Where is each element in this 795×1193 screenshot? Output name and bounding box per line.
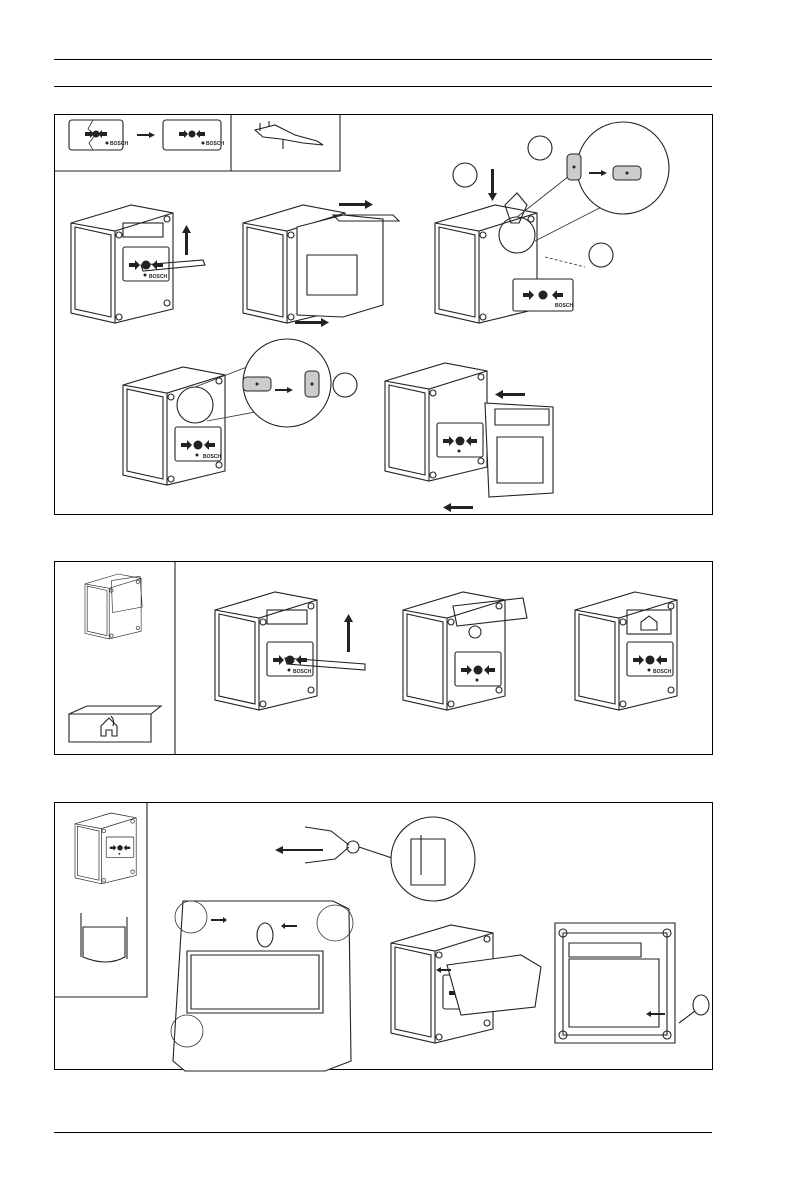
arrow-left-icon	[646, 1011, 665, 1017]
arrow-right-icon	[589, 170, 607, 176]
figure-3-panel	[54, 802, 713, 1072]
pliers-detail	[275, 816, 476, 902]
step-marker	[588, 242, 614, 268]
figure-1-illustration: BOSCH BOSCH	[55, 115, 670, 512]
step-2-slide-housing	[242, 200, 401, 327]
step-insert-flap	[402, 591, 528, 711]
detail-magnifier	[390, 816, 476, 902]
svg-text:BOSCH: BOSCH	[293, 669, 311, 675]
header-rule-top	[54, 59, 712, 60]
step-marker	[527, 135, 553, 161]
broken-glass-element-icon: BOSCH	[68, 119, 128, 151]
step-open-with-key: BOSCH	[214, 591, 366, 711]
cover-back-view	[170, 900, 354, 1072]
step-3-detail	[566, 121, 670, 215]
step-4-detail	[242, 338, 332, 428]
svg-text:BOSCH: BOSCH	[653, 669, 671, 675]
arrow-right-icon	[137, 132, 155, 138]
figure-2-illustration: BOSCH BOSCH	[68, 562, 678, 754]
figure-1-panel: BOSCH BOSCH	[54, 114, 713, 515]
seal-screw-icon	[692, 994, 710, 1016]
svg-text:BOSCH: BOSCH	[206, 141, 224, 147]
arrow-up-icon	[182, 225, 191, 255]
house-fire-label-icon	[68, 705, 163, 743]
figure-3-illustration	[55, 803, 710, 1072]
svg-text:BOSCH: BOSCH	[110, 141, 128, 147]
arrow-up-icon	[344, 614, 353, 652]
step-3-rotate-element: BOSCH	[434, 164, 626, 324]
step-marker	[452, 162, 478, 188]
device-with-flap-icon	[84, 573, 143, 640]
arrow-left-icon	[443, 503, 473, 512]
step-marker	[332, 372, 358, 398]
arrow-right-icon	[275, 387, 293, 393]
figure-2-panel: BOSCH BOSCH	[54, 561, 713, 755]
svg-text:BOSCH: BOSCH	[149, 274, 167, 280]
step-closed-with-label: BOSCH	[574, 591, 678, 711]
arrow-left-icon	[436, 967, 451, 973]
protective-cover-icon	[80, 913, 128, 963]
step-attach-cover	[390, 924, 542, 1044]
figure-1-legend: BOSCH BOSCH	[55, 115, 341, 172]
svg-text:BOSCH: BOSCH	[555, 303, 573, 309]
key-tool-icon	[253, 121, 324, 149]
device-icon	[74, 812, 137, 885]
svg-text:BOSCH: BOSCH	[203, 454, 221, 460]
arrow-left-icon	[275, 846, 323, 854]
step-1-remove-cover: BOSCH	[70, 204, 206, 324]
footer-rule	[54, 1132, 712, 1133]
header-rule-bottom	[54, 86, 712, 87]
arrow-right-icon	[295, 318, 329, 327]
arrow-right-icon	[211, 917, 227, 923]
step-secure-with-screw	[554, 922, 710, 1044]
arrow-left-icon	[495, 390, 525, 399]
resettable-element-icon: BOSCH	[162, 119, 224, 151]
arrow-right-icon	[339, 200, 373, 209]
step-5-reattach-cover	[384, 362, 554, 512]
arrow-down-icon	[488, 169, 497, 201]
arrow-left-icon	[281, 923, 297, 929]
